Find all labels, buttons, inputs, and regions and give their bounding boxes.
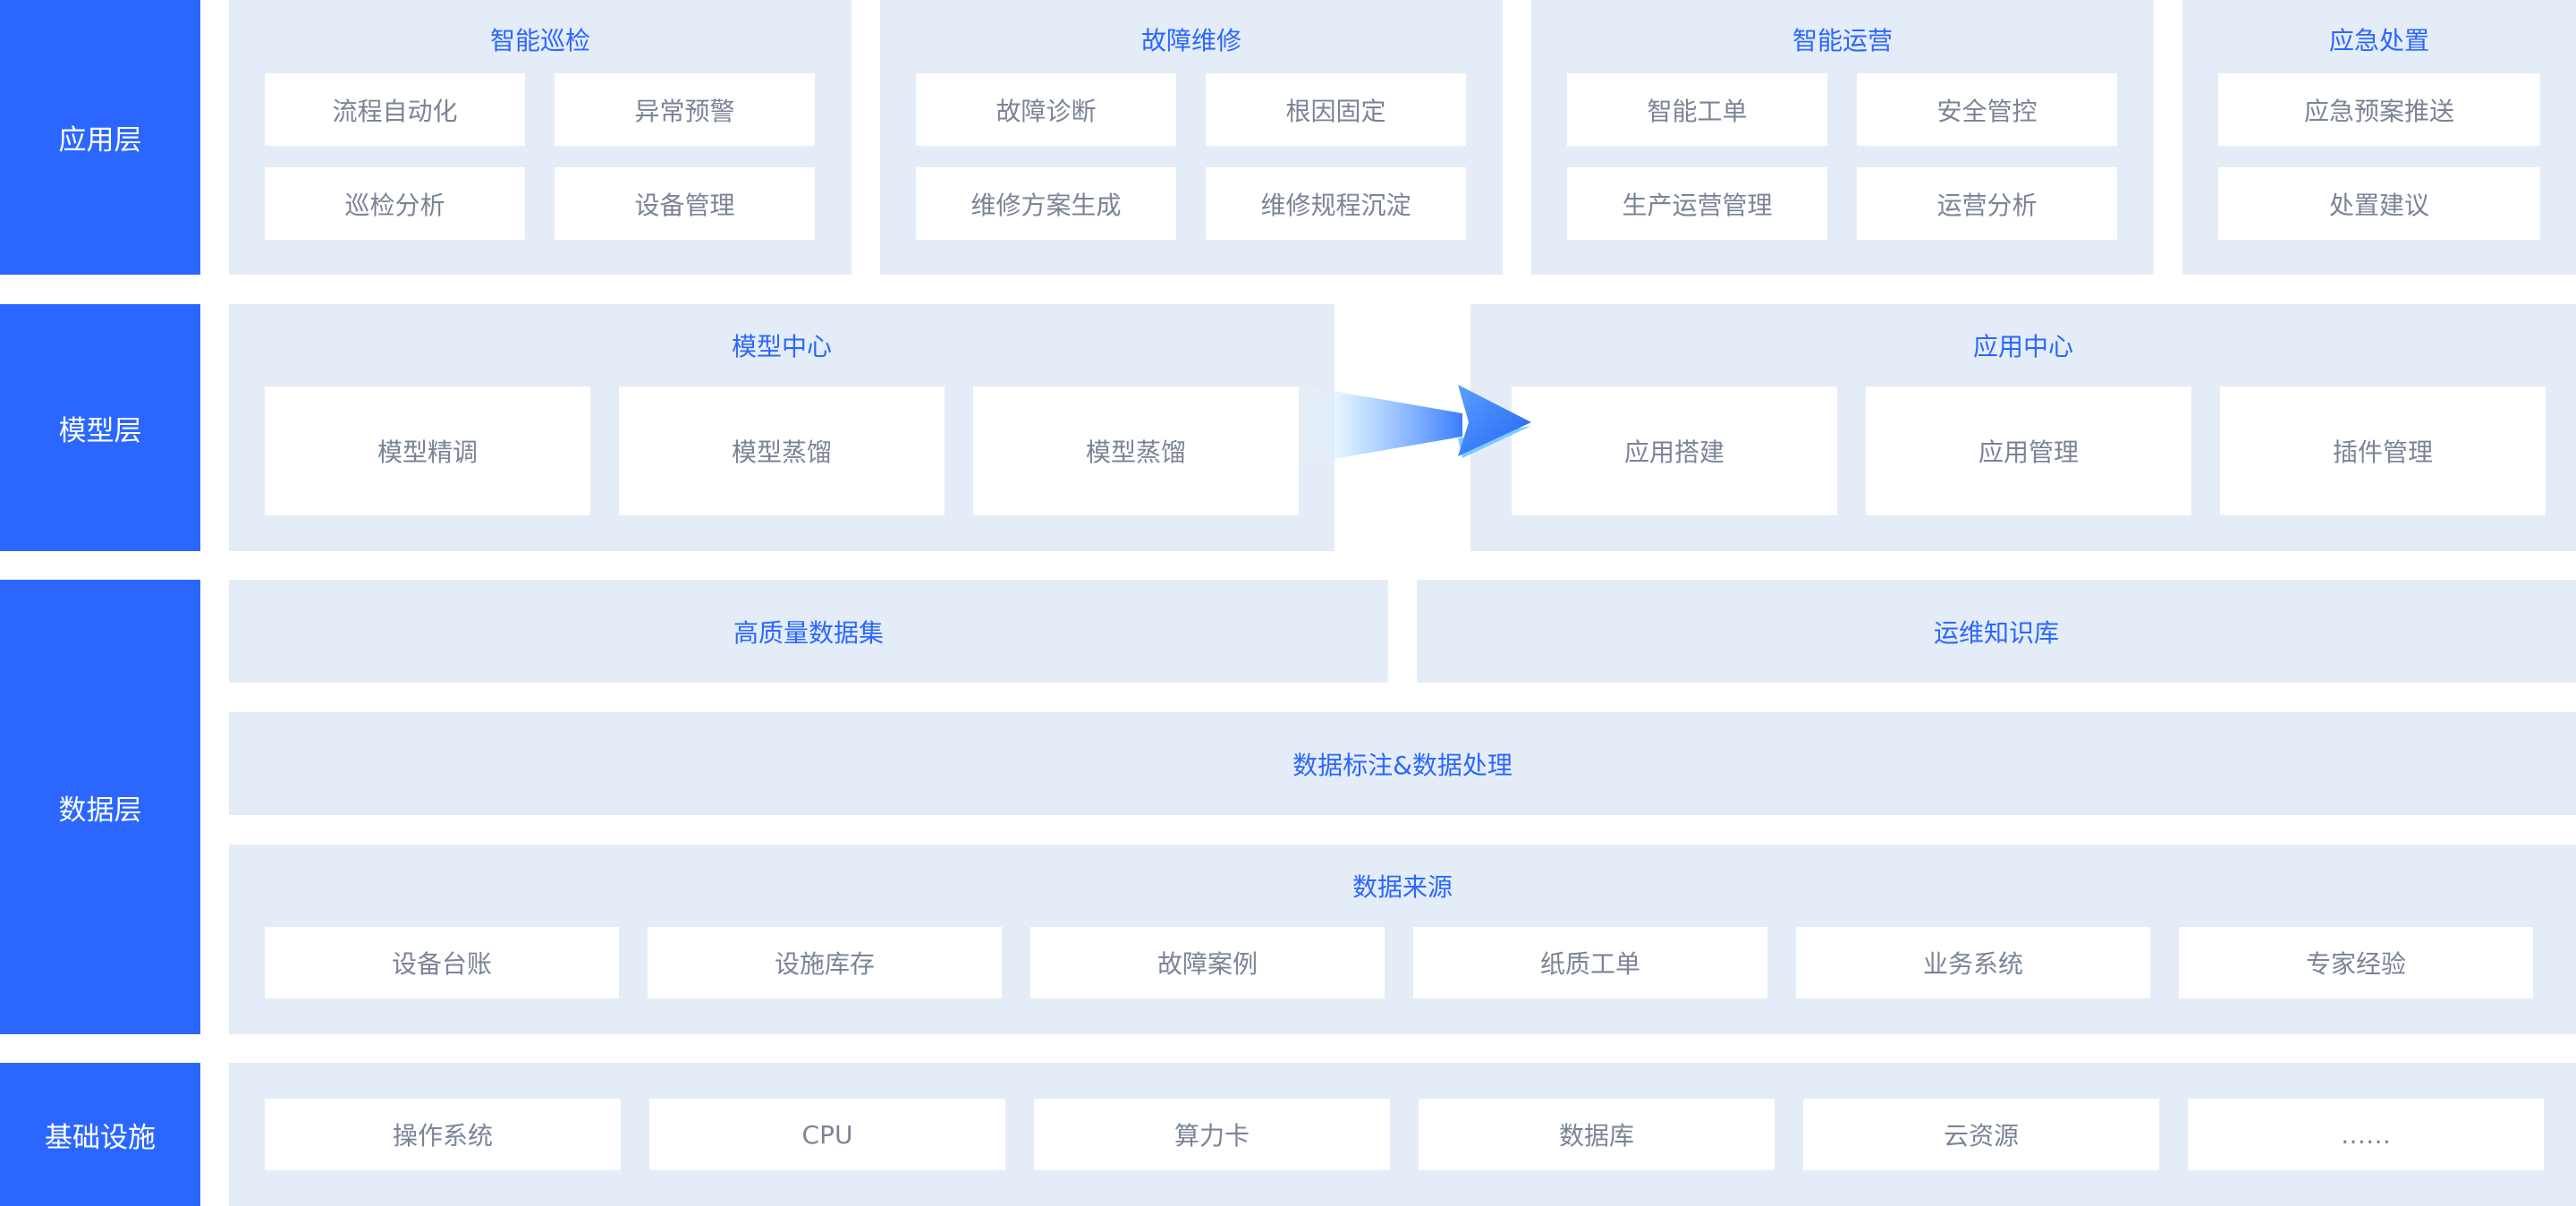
infra-panel: 操作系统 CPU 算力卡 数据库 云资源 …… <box>229 1063 2576 1206</box>
app-center-item[interactable]: 应用搭建 <box>1512 386 1837 515</box>
infra-item[interactable]: 算力卡 <box>1034 1099 1390 1170</box>
dataset-panel: 高质量数据集 <box>229 580 1388 683</box>
app-center-item[interactable]: 插件管理 <box>2220 386 2546 515</box>
layer-label-infra-text: 基础设施 <box>45 1121 156 1154</box>
data-sources-panel: 数据来源 设备台账 设施库存 故障案例 纸质工单 业务系统 专家经验 <box>229 845 2576 1034</box>
knowledge-base-panel: 运维知识库 <box>1417 580 2576 683</box>
app-center-title: 应用中心 <box>1972 332 2073 361</box>
infra-item[interactable]: 云资源 <box>1803 1099 2159 1170</box>
flow-arrow-icon <box>1297 385 1531 465</box>
layer-label-model-text: 模型层 <box>58 414 142 447</box>
infra-item[interactable]: CPU <box>649 1099 1005 1170</box>
app-center-panel: 应用中心 应用搭建 应用管理 插件管理 <box>1470 304 2576 551</box>
app-item[interactable]: 处置建议 <box>2218 167 2540 240</box>
app-item[interactable]: 根因固定 <box>1206 73 1466 146</box>
infra-item[interactable]: …… <box>2188 1099 2544 1170</box>
model-item[interactable]: 模型蒸馏 <box>619 386 945 515</box>
app-item[interactable]: 应急预案推送 <box>2218 73 2540 146</box>
model-item[interactable]: 模型蒸馏 <box>973 386 1299 515</box>
data-processing-panel: 数据标注&数据处理 <box>229 712 2576 815</box>
model-center-title: 模型中心 <box>731 332 832 361</box>
app-item[interactable]: 流程自动化 <box>265 73 525 146</box>
app-item[interactable]: 异常预警 <box>555 73 815 146</box>
data-sources-title: 数据来源 <box>1352 872 1453 902</box>
app-item[interactable]: 安全管控 <box>1857 73 2117 146</box>
data-source-item[interactable]: 纸质工单 <box>1413 927 1767 998</box>
infra-item[interactable]: 数据库 <box>1419 1099 1775 1170</box>
app-group-repair: 故障维修 故障诊断 根因固定 维修方案生成 维修规程沉淀 <box>880 0 1503 275</box>
knowledge-base-label: 运维知识库 <box>1933 617 2059 648</box>
data-source-item[interactable]: 设施库存 <box>648 927 1002 998</box>
app-group-title: 故障维修 <box>1140 26 1241 55</box>
app-group-emergency: 应急处置 应急预案推送 处置建议 <box>2182 0 2576 275</box>
app-center-item[interactable]: 应用管理 <box>1866 386 2191 515</box>
layer-label-infra: 基础设施 <box>0 1063 200 1206</box>
data-processing-label: 数据标注&数据处理 <box>1292 750 1513 780</box>
dataset-label: 高质量数据集 <box>733 617 884 648</box>
layer-label-app-text: 应用层 <box>58 124 142 157</box>
app-group-title: 智能巡检 <box>489 26 590 55</box>
layer-label-data-text: 数据层 <box>58 794 142 827</box>
data-source-item[interactable]: 专家经验 <box>2179 927 2533 998</box>
data-source-item[interactable]: 故障案例 <box>1030 927 1385 998</box>
app-item[interactable]: 维修方案生成 <box>916 167 1176 240</box>
model-center-panel: 模型中心 模型精调 模型蒸馏 模型蒸馏 <box>229 304 1335 551</box>
app-group-operation: 智能运营 智能工单 安全管控 生产运营管理 运营分析 <box>1531 0 2154 275</box>
data-source-item[interactable]: 业务系统 <box>1796 927 2150 998</box>
model-item[interactable]: 模型精调 <box>265 386 590 515</box>
layer-label-app: 应用层 <box>0 0 200 275</box>
infra-item[interactable]: 操作系统 <box>265 1099 621 1170</box>
app-item[interactable]: 运营分析 <box>1857 167 2117 240</box>
app-item[interactable]: 巡检分析 <box>265 167 525 240</box>
app-group-inspection: 智能巡检 流程自动化 异常预警 巡检分析 设备管理 <box>229 0 852 275</box>
app-item[interactable]: 故障诊断 <box>916 73 1176 146</box>
app-item[interactable]: 维修规程沉淀 <box>1206 167 1466 240</box>
layer-label-model: 模型层 <box>0 304 200 551</box>
app-group-title: 智能运营 <box>1792 26 1893 55</box>
data-source-item[interactable]: 设备台账 <box>265 927 619 998</box>
app-item[interactable]: 设备管理 <box>555 167 815 240</box>
app-item[interactable]: 生产运营管理 <box>1567 167 1827 240</box>
layer-label-data: 数据层 <box>0 580 200 1034</box>
app-item[interactable]: 智能工单 <box>1567 73 1827 146</box>
app-group-title: 应急处置 <box>2328 26 2429 55</box>
